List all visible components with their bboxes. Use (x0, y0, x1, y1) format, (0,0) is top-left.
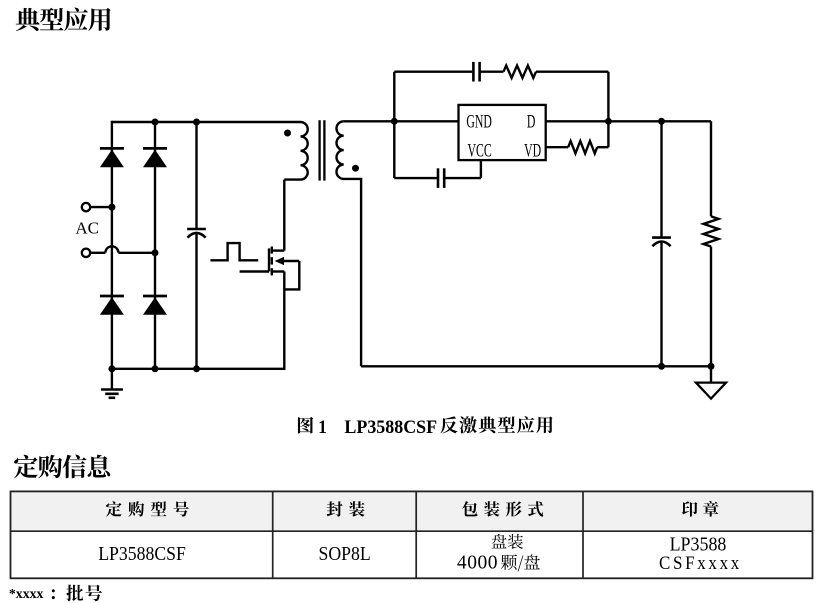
svg-text:LP3588: LP3588 (670, 534, 727, 556)
svg-text:SOP8L: SOP8L (319, 543, 371, 565)
svg-text:CSFxxxx: CSFxxxx (659, 552, 742, 573)
svg-text:LP3588CSF: LP3588CSF (98, 543, 186, 565)
svg-text:GND: GND (466, 112, 492, 132)
svg-text:LP3588CSF: LP3588CSF (344, 416, 437, 437)
svg-text:VCC: VCC (468, 141, 492, 161)
svg-text:AC: AC (75, 218, 99, 237)
svg-text:1: 1 (318, 416, 327, 437)
svg-text:VD: VD (524, 141, 541, 161)
svg-text:D: D (527, 112, 536, 132)
svg-text:4000: 4000 (457, 553, 498, 574)
svg-text:*xxxx: *xxxx (9, 586, 44, 601)
